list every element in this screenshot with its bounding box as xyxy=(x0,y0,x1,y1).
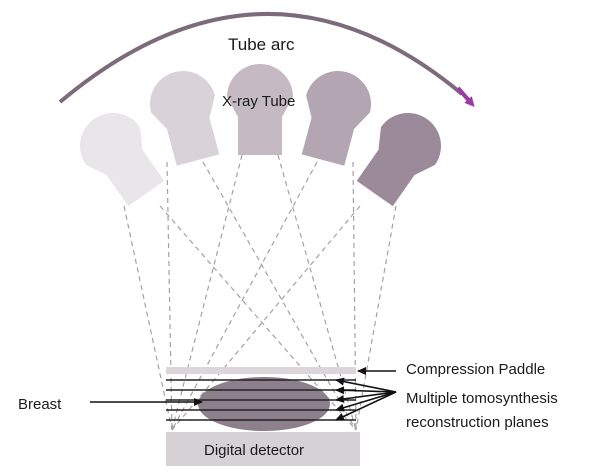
digital-detector xyxy=(166,432,360,466)
tube-arc-arrow-icon xyxy=(456,86,475,108)
xray-tube-icon xyxy=(356,113,441,207)
xray-tube-icon xyxy=(301,71,371,166)
xray-tube-icon xyxy=(150,71,220,166)
tube-arc-line xyxy=(58,12,464,104)
plane-arrow-icon xyxy=(335,377,397,393)
compression-paddle xyxy=(166,367,356,374)
xray-beams xyxy=(123,154,397,431)
xray-beam-line xyxy=(123,205,173,431)
xray-tube-icon xyxy=(80,113,165,207)
reconstruction-planes-label-line1: Multiple tomosynthesis xyxy=(406,390,558,407)
breast-label: Breast xyxy=(18,396,62,413)
xray-beam-line xyxy=(171,161,318,431)
plane-arrow-icon xyxy=(335,391,397,412)
compression-paddle-label: Compression Paddle xyxy=(406,361,545,378)
digital-detector-label: Digital detector xyxy=(204,442,304,459)
xray-tube-label: X-ray Tube xyxy=(222,93,295,110)
xray-tube-icon xyxy=(227,64,293,155)
breast-shape xyxy=(198,377,330,431)
xray-beam-line xyxy=(202,161,357,431)
plane-arrow-icon xyxy=(335,386,397,395)
plane-arrow-icon xyxy=(335,391,397,403)
xray-beam-line xyxy=(355,205,397,431)
label-arrows xyxy=(90,367,397,421)
reconstruction-planes-label-line2: reconstruction planes xyxy=(406,414,549,431)
tube-arc-label: Tube arc xyxy=(228,35,295,54)
xray-beam-line xyxy=(159,205,357,431)
xray-tubes xyxy=(80,64,441,207)
plane-arrow-icon xyxy=(335,391,397,421)
xray-beam-line xyxy=(171,154,243,431)
xray-beam-line xyxy=(171,205,361,431)
